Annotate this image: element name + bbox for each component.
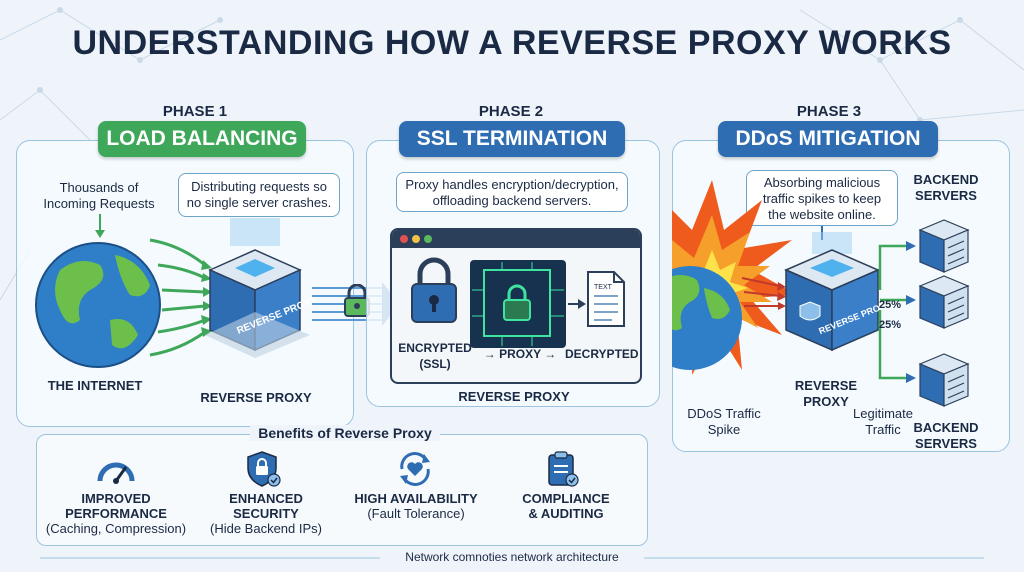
benefit-compliance: COMPLIANCE & AUDITING bbox=[486, 491, 646, 521]
phase1-proxy-label: REVERSE PROXY bbox=[200, 390, 312, 405]
shield-lock-icon bbox=[247, 451, 281, 487]
phase1-graphic: REVERSE PROXY bbox=[35, 214, 319, 368]
backend-server-icon bbox=[918, 219, 970, 407]
phase2-label: PHASE 2 bbox=[478, 103, 544, 120]
benefits-box bbox=[36, 434, 648, 546]
phase3-title: DDoS MITIGATION bbox=[718, 121, 938, 157]
benefit-security-sub: (Hide Backend IPs) bbox=[210, 521, 322, 536]
decrypted-label: DECRYPTED bbox=[565, 347, 639, 361]
lock-icon bbox=[411, 257, 457, 323]
phase1-label: PHASE 1 bbox=[162, 103, 228, 120]
globe-icon bbox=[35, 242, 161, 368]
phase2-title: SSL TERMINATION bbox=[399, 121, 625, 157]
phase3-callout: Absorbing malicious traffic spikes to ke… bbox=[746, 170, 898, 226]
heart-cycle-icon bbox=[400, 452, 430, 486]
phase3-proxy-server-icon bbox=[784, 232, 880, 352]
phase2-callout: Proxy handles encryption/decryption, off… bbox=[396, 172, 628, 212]
benefits-title: Benefits of Reverse Proxy bbox=[250, 425, 440, 441]
internet-label: THE INTERNET bbox=[47, 378, 143, 393]
pct-label-2: 25% bbox=[878, 319, 902, 331]
legit-traffic-label: Legitimate Traffic bbox=[853, 406, 913, 437]
phase2-graphic: TEXT bbox=[411, 257, 625, 348]
benefit-compliance-title: COMPLIANCE & AUDITING bbox=[522, 491, 610, 521]
benefit-performance: IMPROVED PERFORMANCE (Caching, Compressi… bbox=[36, 491, 196, 536]
phase3-graphic: REVERSE PROXY bbox=[672, 180, 970, 407]
benefit-availability-sub: (Fault Tolerance) bbox=[367, 506, 465, 521]
phase3-proxy-label: REVERSE PROXY bbox=[794, 378, 858, 409]
benefit-security: ENHANCED SECURITY (Hide Backend IPs) bbox=[186, 491, 346, 536]
ddos-spike-label: DDoS Traffic Spike bbox=[687, 406, 761, 437]
phase2-caption: REVERSE PROXY bbox=[458, 389, 570, 404]
pct-label-1: 25% bbox=[878, 299, 902, 311]
footer-divider bbox=[40, 557, 984, 559]
gauge-icon bbox=[97, 462, 135, 484]
phase3-globe-icon bbox=[672, 266, 742, 370]
backend-servers-bottom-label: BACKEND SERVERS bbox=[913, 420, 979, 451]
benefit-availability-title: HIGH AVAILABILITY bbox=[354, 491, 478, 506]
benefit-performance-sub: (Caching, Compression) bbox=[45, 521, 187, 536]
proxy-server-icon bbox=[205, 218, 310, 358]
page-title: UNDERSTANDING HOW A REVERSE PROXY WORKS bbox=[72, 24, 952, 62]
benefit-performance-title: IMPROVED PERFORMANCE bbox=[65, 491, 167, 521]
proxy-flow-label: → PROXY → bbox=[483, 347, 557, 361]
footer-text: Network comnoties network architecture bbox=[405, 550, 619, 564]
phase1-title: LOAD BALANCING bbox=[98, 121, 306, 157]
doc-text-label: TEXT bbox=[594, 284, 613, 291]
encrypted-label: ENCRYPTED (SSL) bbox=[398, 341, 472, 371]
benefit-availability: HIGH AVAILABILITY (Fault Tolerance) bbox=[336, 491, 496, 521]
incoming-requests-label: Thousands of Incoming Requests bbox=[43, 180, 155, 211]
benefit-security-title: ENHANCED SECURITY bbox=[229, 491, 303, 521]
document-icon bbox=[587, 271, 625, 327]
clipboard-check-icon bbox=[548, 451, 579, 487]
backend-servers-top-label: BACKEND SERVERS bbox=[913, 172, 979, 203]
phase3-label: PHASE 3 bbox=[796, 103, 862, 120]
phase1-callout: Distributing requests so no single serve… bbox=[178, 173, 340, 217]
